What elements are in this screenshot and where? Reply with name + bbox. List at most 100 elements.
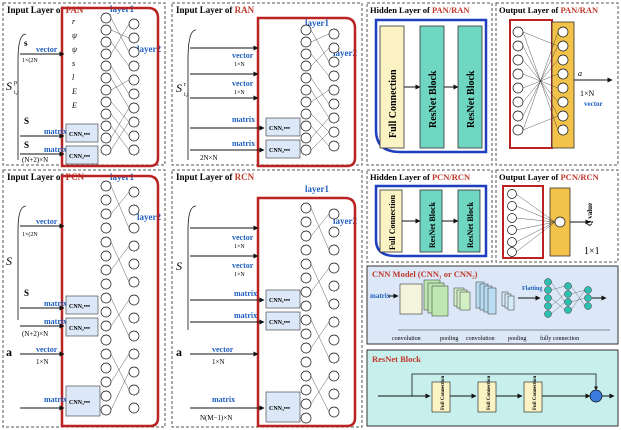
svg-text:Full Connection: Full Connection [388,69,399,138]
svg-text:layer1: layer1 [305,184,329,194]
svg-text:l: l [72,73,75,82]
panel-cnn-model: CNN Model (CNN₁ or CNN₂) matrix Flatting… [366,265,619,345]
svg-text:matrix: matrix [232,115,255,124]
svg-text:1×N: 1×N [234,272,245,278]
svg-text:ResNet Block: ResNet Block [428,201,437,248]
svg-text:S: S [6,254,12,268]
vector-label: vector [36,45,58,54]
layer2-label: layer2 [137,44,161,54]
svg-text:layer2: layer2 [137,212,161,222]
panel-hidden-pcn: Hidden Layer of PCN/RCN Full Connection … [366,169,493,263]
svg-text:ResNet Block: ResNet Block [466,201,475,248]
svg-text:(N+2)×N: (N+2)×N [22,156,48,164]
svg-text:CNN₂•••: CNN₂••• [69,326,90,332]
svg-text:CNN₁•••: CNN₁••• [69,132,90,138]
svg-text:1×N: 1×N [234,90,245,96]
svg-text:matrix: matrix [44,299,67,308]
svg-text:Full Connection: Full Connection [441,375,446,410]
svg-text:Hidden Layer of PCN/RCN: Hidden Layer of PCN/RCN [370,172,471,182]
svg-text:vector: vector [232,51,254,60]
svg-text:Full Connection: Full Connection [533,375,538,410]
svg-text:1×N: 1×N [36,358,49,366]
svg-text:r: r [184,82,186,88]
svg-text:CNN₁•••: CNN₁••• [69,304,90,310]
panel-resnet-block: ResNet Block Full Connection Full Connec… [366,349,619,427]
panel-input-ran: Input Layer of RAN layer1 layer2 S i,t r… [171,2,363,168]
svg-text:1×N: 1×N [580,89,595,98]
svg-text:1×N: 1×N [234,244,245,250]
s-p-label: S [6,79,12,93]
svg-text:Input Layer of RCN: Input Layer of RCN [176,172,255,182]
svg-text:CNN₂•••: CNN₂••• [69,154,90,160]
svg-text:CNN₂•••: CNN₂••• [269,320,290,326]
panel-input-pan: Input Layer of PAN layer1 layer2 S i,t p… [2,2,166,168]
svg-text:vector: vector [36,345,58,354]
svg-text:1×N: 1×N [234,62,245,68]
svg-text:vector: vector [36,217,58,226]
svg-text:Input Layer of PAN: Input Layer of PAN [7,5,84,15]
svg-text:convolution: convolution [392,336,421,342]
svg-text:matrix: matrix [44,317,67,326]
svg-text:matrix: matrix [234,311,257,320]
svg-text:vector: vector [232,233,254,242]
svg-text:CNN₂•••: CNN₂••• [269,148,290,154]
svg-text:vector: vector [232,79,254,88]
svg-text:matrix: matrix [232,139,255,148]
svg-text:2N×N: 2N×N [200,154,218,162]
panel-output-pcn: Output Layer of PCN/RCN Q value 1×1 [495,169,619,263]
svg-text:S: S [176,81,182,95]
svg-text:E: E [71,87,77,96]
svg-text:S: S [24,288,29,298]
svg-text:ψ: ψ [72,31,78,40]
svg-text:s: s [24,38,28,48]
svg-text:CNN₁•••: CNN₁••• [269,298,290,304]
svg-text:p: p [14,80,17,86]
svg-text:a: a [578,69,582,78]
svg-text:N(M−1)×N: N(M−1)×N [200,414,232,422]
svg-text:Q value: Q value [586,203,594,226]
svg-text:pooling: pooling [440,336,458,342]
svg-text:i,t: i,t [184,92,189,98]
svg-text:fully connection: fully connection [540,335,579,342]
svg-text:vector: vector [584,100,603,108]
svg-text:i,t: i,t [14,90,19,96]
svg-text:vector: vector [212,345,234,354]
svg-text:(N+2)×N: (N+2)×N [22,330,48,338]
svg-text:1×1: 1×1 [584,246,600,257]
svg-text:Output Layer of PAN/RAN: Output Layer of PAN/RAN [499,5,599,15]
svg-text:matrix: matrix [370,292,391,300]
svg-text:CNN₁•••: CNN₁••• [269,126,290,132]
svg-text:convolution: convolution [466,336,495,342]
svg-text:CNN Model (CNN₁ or CNN₂): CNN Model (CNN₁ or CNN₂) [372,269,478,279]
svg-text:S: S [24,116,29,126]
svg-text:ResNet Block: ResNet Block [372,354,421,364]
svg-text:matrix: matrix [234,289,257,298]
svg-text:CNN₃•••: CNN₃••• [269,406,290,412]
panel-output-pan: Output Layer of PAN/RAN a 1×N vector [495,2,619,166]
svg-text:1×(2N: 1×(2N [22,231,38,238]
svg-text:matrix: matrix [44,395,67,404]
svg-text:Full Connection: Full Connection [388,195,397,250]
svg-text:a: a [176,345,182,359]
svg-text:ResNet Block: ResNet Block [428,70,439,128]
panel-hidden-pan: Hidden Layer of PAN/RAN Full Connection … [366,2,493,166]
svg-text:S: S [24,140,29,150]
svg-text:matrix: matrix [44,127,67,136]
svg-text:Flatting: Flatting [522,286,542,292]
svg-text:Full Connection: Full Connection [487,375,492,410]
svg-text:S: S [176,259,182,273]
svg-text:layer1: layer1 [305,18,329,28]
svg-text:E: E [71,101,77,110]
svg-text:ψ: ψ [72,45,78,54]
svg-text:Hidden Layer of PAN/RAN: Hidden Layer of PAN/RAN [370,5,470,15]
svg-text:matrix: matrix [212,395,235,404]
svg-text:s: s [72,59,75,68]
panel-input-pcn: Input Layer of PCN layer1 layer2 S vecto… [2,169,166,428]
svg-text:pooling: pooling [508,336,526,342]
svg-text:CNN₃•••: CNN₃••• [69,400,90,406]
svg-text:layer2: layer2 [333,48,357,58]
svg-text:vector: vector [232,261,254,270]
svg-text:1×N: 1×N [212,358,225,366]
svg-text:r: r [72,17,76,26]
